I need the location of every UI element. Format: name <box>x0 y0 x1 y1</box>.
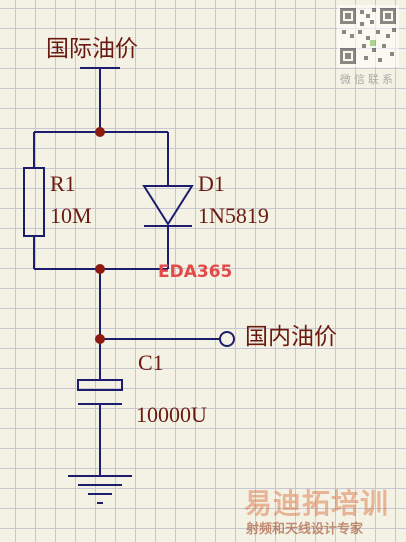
d1-reference-label: D1 <box>198 171 225 196</box>
c1-capacitor-top-plate <box>77 379 123 391</box>
brand-subtitle-watermark: 射频和天线设计专家 <box>246 522 364 537</box>
qr-code-watermark <box>337 5 399 67</box>
r1-resistor-symbol <box>23 167 45 237</box>
qr-caption-watermark: 微信联系 <box>340 73 396 86</box>
c1-value-label: 10000U <box>136 402 207 427</box>
junction-dot-top <box>95 127 105 137</box>
junction-dot-bottom <box>95 264 105 274</box>
input-net-label: 国际油价 <box>46 36 138 62</box>
d1-value-label: 1N5819 <box>198 203 269 228</box>
brand-watermark: 易迪拓培训 <box>244 487 390 520</box>
output-net-label: 国内油价 <box>245 324 337 350</box>
eda365-watermark: EDA365 <box>158 262 233 282</box>
c1-reference-label: C1 <box>138 350 164 375</box>
junction-dot-output <box>95 334 105 344</box>
d1-diode-triangle <box>142 185 194 226</box>
r1-reference-label: R1 <box>50 171 76 196</box>
output-terminal-circle <box>219 331 235 347</box>
r1-value-label: 10M <box>50 203 92 228</box>
